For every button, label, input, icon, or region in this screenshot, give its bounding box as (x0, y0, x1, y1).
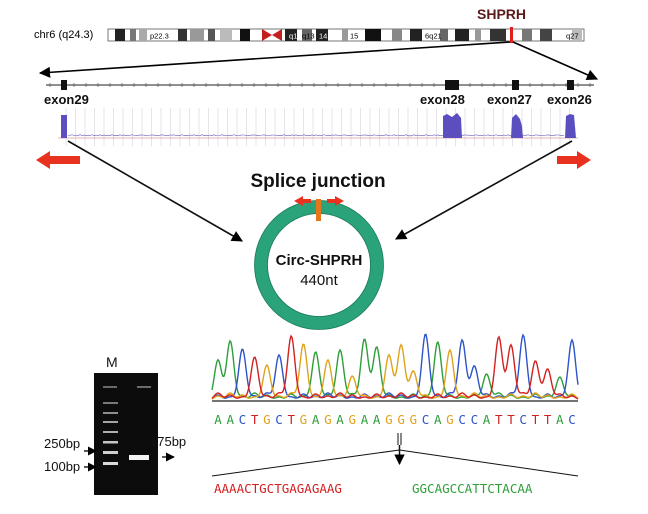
base-letter: A (214, 412, 222, 427)
exon29-coverage (61, 115, 67, 138)
base-letter: G (410, 412, 418, 427)
ladder-bands (103, 402, 118, 465)
band-label: 6q21 (425, 32, 442, 41)
base-letter: A (361, 412, 369, 427)
exon26-label: exon26 (547, 92, 592, 107)
base-letter: A (434, 412, 442, 427)
trace-G (211, 343, 579, 400)
gel-marker-label: M (106, 354, 118, 370)
base-letter: T (532, 412, 540, 427)
gene-name: SHPRH (477, 6, 526, 22)
base-letter: T (287, 412, 295, 427)
band-label: 15 (350, 32, 358, 41)
base-letter: A (556, 412, 564, 427)
base-letter: A (373, 412, 381, 427)
band-label: 14.1 (319, 32, 334, 41)
band-label: q12 (289, 32, 302, 41)
gene-track (46, 80, 594, 90)
base-letter: G (446, 412, 454, 427)
zoom-arrow-left (38, 41, 511, 78)
base-letter: G (263, 412, 271, 427)
base-letter: A (312, 412, 320, 427)
band-label: p22.3 (150, 32, 169, 41)
circ-name: Circ-SHPRH (276, 252, 363, 269)
agarose-gel (94, 373, 158, 495)
sanger-chromatogram (211, 333, 579, 400)
base-letter: C (239, 412, 247, 427)
exon26-to-circle-arrow (395, 140, 573, 240)
ladder-250-label: 250bp (44, 436, 80, 451)
trace-C (211, 333, 579, 400)
ladder-100-label: 100bp (44, 459, 80, 474)
base-letter: G (349, 412, 357, 427)
exon26-block (567, 80, 574, 90)
trace-A (211, 338, 579, 400)
base-letter: C (275, 412, 283, 427)
base-letter: A (483, 412, 491, 427)
exon27-label: exon27 (487, 92, 532, 107)
direction-arrow-right-icon (557, 151, 591, 169)
splice-junction-mark (316, 199, 321, 221)
exon29-block (61, 80, 67, 90)
circ-length: 440nt (300, 272, 338, 289)
primer-arrow-right-icon (327, 196, 344, 206)
base-letter: C (422, 412, 430, 427)
exon29-label: exon29 (44, 92, 89, 107)
direction-arrow-left-icon (36, 151, 80, 169)
base-letter: T (251, 412, 259, 427)
sequence-exon26-part: AAAACTGCTGAGAGAAG (214, 481, 342, 496)
chromosome-label: chr6 (q24.3) (34, 29, 93, 41)
base-letter: T (495, 412, 503, 427)
coverage-track (58, 113, 578, 139)
base-letter: A (336, 412, 344, 427)
sequence-exon29-part: GGCAGCCATTCTACAA (412, 481, 533, 496)
base-letter: C (471, 412, 479, 427)
exon28-coverage (443, 113, 462, 138)
base-letter: C (568, 412, 576, 427)
zoom-line-left (211, 449, 400, 477)
primer-arrow-left-icon (294, 196, 311, 206)
exon26-coverage (565, 114, 576, 138)
base-letter: A (226, 412, 234, 427)
base-letter: G (324, 412, 332, 427)
exon29-to-circle-arrow (67, 140, 243, 242)
base-letter: T (507, 412, 515, 427)
exon27-block (512, 80, 519, 90)
base-letter: C (458, 412, 466, 427)
exon28-label: exon28 (420, 92, 465, 107)
trace-T (211, 334, 579, 400)
zoom-arrow-right (512, 41, 599, 81)
chromosome-ideogram (107, 27, 585, 43)
base-letter: C (519, 412, 527, 427)
product-band (129, 455, 149, 460)
base-letter: G (397, 412, 405, 427)
base-letter: G (385, 412, 393, 427)
splice-junction-label: Splice junction (250, 171, 385, 192)
exon28-block (445, 80, 459, 90)
product-size-label: 175bp (150, 434, 186, 449)
zoom-line-right (399, 449, 579, 477)
track-grid (65, 108, 570, 146)
base-letter: G (300, 412, 308, 427)
exon27-coverage (511, 114, 523, 138)
base-letter: T (544, 412, 552, 427)
band-label: q13 (302, 32, 315, 41)
band-label: q27 (566, 32, 579, 41)
